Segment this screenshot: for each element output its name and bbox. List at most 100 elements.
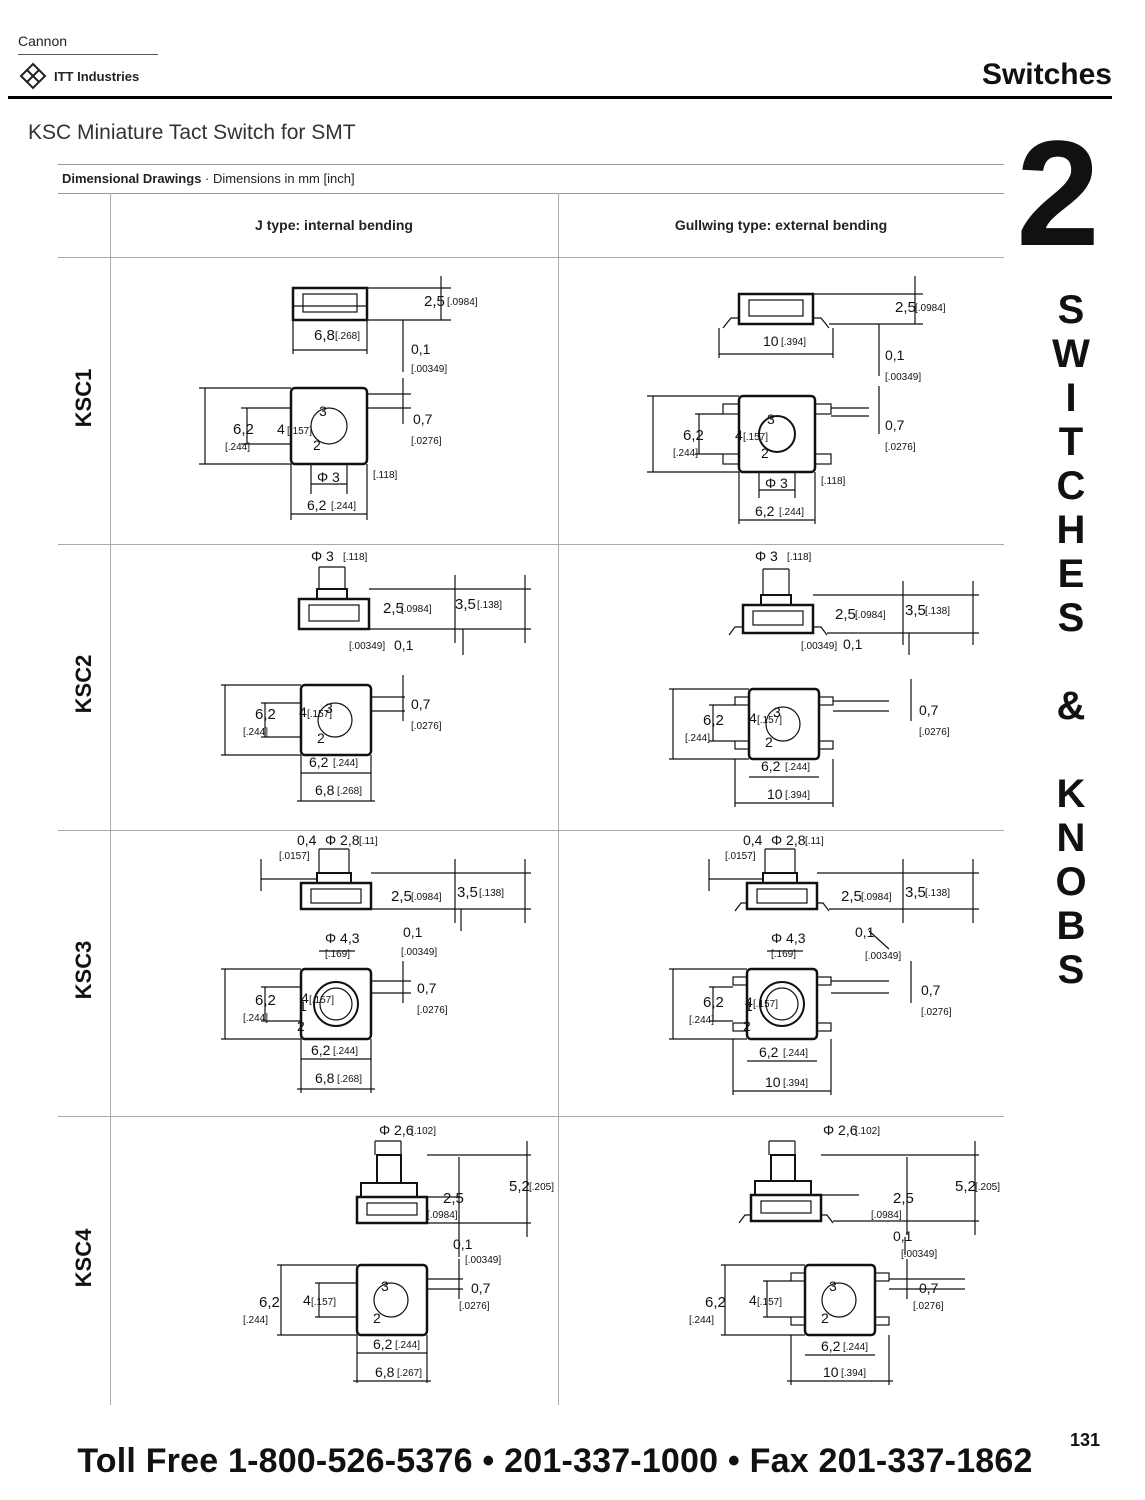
dim-outer-in: [.244]	[685, 733, 710, 744]
contact-number-3: 3	[381, 1278, 389, 1294]
caption-bold: Dimensional Drawings	[62, 171, 202, 186]
dim-gap-in: [.0276]	[411, 436, 442, 447]
dim-thickness: 0,1	[885, 347, 905, 363]
dim-thickness-in: [.00349]	[901, 1249, 937, 1260]
dim-total-height: 3,5	[455, 596, 476, 613]
side-letter: T	[1058, 420, 1084, 464]
contact-number-3: 3	[319, 403, 327, 419]
contact-number-2: 2	[297, 1018, 305, 1034]
side-letter: O	[1055, 860, 1087, 904]
dim-body-width: 6,2	[761, 758, 781, 774]
dim-total-height-in: [.205]	[529, 1182, 554, 1193]
contact-number-1: 1	[745, 998, 753, 1014]
drawing-ksc3-j-type: 1 2 0,4 [.0157] Φ 2,8 [.11] 2,5 [.0984] …	[221, 832, 531, 1093]
side-letter: K	[1056, 772, 1086, 816]
dim-gap: 0,7	[885, 417, 905, 433]
dim-body-width-in: [.244]	[331, 501, 356, 512]
dim-height: 2,5	[895, 299, 916, 316]
dim-width: 6,8	[315, 782, 335, 798]
dim-body-width-in: [.244]	[843, 1342, 868, 1353]
page-title: KSC Miniature Tact Switch for SMT	[28, 121, 356, 144]
dim-outer-in: [.244]	[689, 1015, 714, 1026]
dim-thickness: 0,1	[843, 636, 863, 652]
dim-pitch-in: [.157]	[311, 1297, 336, 1308]
dim-gap: 0,7	[921, 982, 941, 998]
dim-body-width: 6,2	[755, 503, 775, 519]
dim-button-diameter: Φ 2,8	[771, 832, 806, 848]
section-title: Switches	[981, 58, 1112, 91]
dim-ring-diameter: Φ 4,3	[771, 930, 806, 946]
dim-width-in: [.394]	[783, 1078, 808, 1089]
contact-number-3: 3	[829, 1278, 837, 1294]
contact-number-2: 2	[743, 1018, 751, 1034]
dim-body-width-in: [.244]	[395, 1340, 420, 1351]
side-letter: S	[1057, 948, 1085, 992]
drawing-ksc4-gullwing-type: 3 2 Φ 2,6 [.102] 2,5 [.0984] 5,2 [.205] …	[689, 1122, 1000, 1385]
dim-height: 2,5	[391, 888, 412, 905]
dim-outer-in: [.244]	[673, 448, 698, 459]
table-col-divider	[558, 193, 559, 1405]
dim-outer: 6,2	[259, 1294, 280, 1311]
dim-outer: 6,2	[705, 1294, 726, 1311]
dim-button-diameter-in: [.118]	[787, 552, 811, 563]
dim-thickness: 0,1	[411, 341, 431, 357]
contact-number-3: 3	[767, 411, 775, 427]
dim-outer-in: [.244]	[243, 1013, 268, 1024]
dimensional-drawings-table: J type: internal bending Gullwing type: …	[58, 193, 1004, 1405]
contact-number-2: 2	[761, 445, 769, 461]
side-letter: &	[1056, 684, 1086, 728]
contact-number-2: 2	[373, 1310, 381, 1326]
dim-gap: 0,7	[471, 1280, 491, 1296]
title-divider	[58, 164, 1004, 165]
dim-gap: 0,7	[919, 1280, 939, 1296]
dim-button-diameter: Φ 3	[755, 548, 778, 564]
dim-outer-in: [.244]	[243, 727, 268, 738]
dim-button-diameter-in: [.118]	[821, 476, 845, 487]
dim-pitch-in: [.157]	[307, 709, 332, 720]
row-label-ksc4: KSC4	[71, 1228, 96, 1288]
dim-spacer: 0,4	[743, 832, 763, 848]
contact-number-3: 3	[325, 700, 333, 716]
chapter-number: 2	[1016, 109, 1100, 277]
dim-width-in: [.268]	[337, 1074, 362, 1085]
dim-thickness-in: [.00349]	[349, 641, 385, 652]
dim-thickness: 0,1	[403, 924, 423, 940]
dim-gap-in: [.0276]	[417, 1005, 448, 1016]
drawing-ksc2-gullwing-type: 3 2 Φ 3 [.118] 2,5 [.0984] 3,5 [.138] [.…	[669, 548, 979, 807]
dim-body-width: 6,2	[373, 1336, 393, 1352]
dim-height-in: [.0984]	[915, 303, 946, 314]
dim-width: 10	[823, 1364, 839, 1380]
dim-gap: 0,7	[919, 702, 939, 718]
dim-spacer-in: [.0157]	[725, 851, 756, 862]
contact-number-2: 2	[317, 730, 325, 746]
dim-total-height-in: [.205]	[975, 1182, 1000, 1193]
dim-height-in: [.0984]	[861, 892, 892, 903]
dim-pitch: 4	[277, 421, 285, 437]
dim-pitch-in: [.157]	[287, 426, 312, 437]
dim-body-width-in: [.244]	[333, 1046, 358, 1057]
dim-body-width-in: [.244]	[779, 507, 804, 518]
side-letter: H	[1056, 508, 1086, 552]
dim-height: 2,5	[383, 600, 404, 617]
dim-total-height: 5,2	[509, 1178, 530, 1195]
side-letter: C	[1056, 464, 1086, 508]
side-letter: E	[1057, 552, 1085, 596]
dim-outer: 6,2	[703, 994, 724, 1011]
dim-thickness: 0,1	[394, 637, 414, 653]
dim-width: 6,8	[315, 1070, 335, 1086]
drawing-ksc2-j-type: 3 2 Φ 3 [.118] 2,5 [.0984] 3,5 [.138] [.…	[221, 548, 531, 802]
dim-body-width: 6,2	[759, 1044, 779, 1060]
dim-gap-in: [.0276]	[913, 1301, 944, 1312]
contact-number-2: 2	[313, 437, 321, 453]
contact-number-2: 2	[821, 1310, 829, 1326]
contact-phone-line: Toll Free 1-800-526-5376 • 201-337-1000 …	[77, 1442, 1033, 1480]
page-number: 131	[1070, 1430, 1101, 1450]
dim-outer: 6,2	[255, 706, 276, 723]
dim-button-diameter: Φ 2,8	[325, 832, 360, 848]
column-header-gullwing-type: Gullwing type: external bending	[674, 217, 888, 233]
dim-outer: 6,2	[683, 427, 704, 444]
dim-button-diameter: Φ 2,6	[823, 1122, 858, 1138]
dim-width-in: [.267]	[397, 1368, 422, 1379]
dim-outer: 6,2	[703, 712, 724, 729]
itt-logo-icon	[19, 62, 47, 90]
